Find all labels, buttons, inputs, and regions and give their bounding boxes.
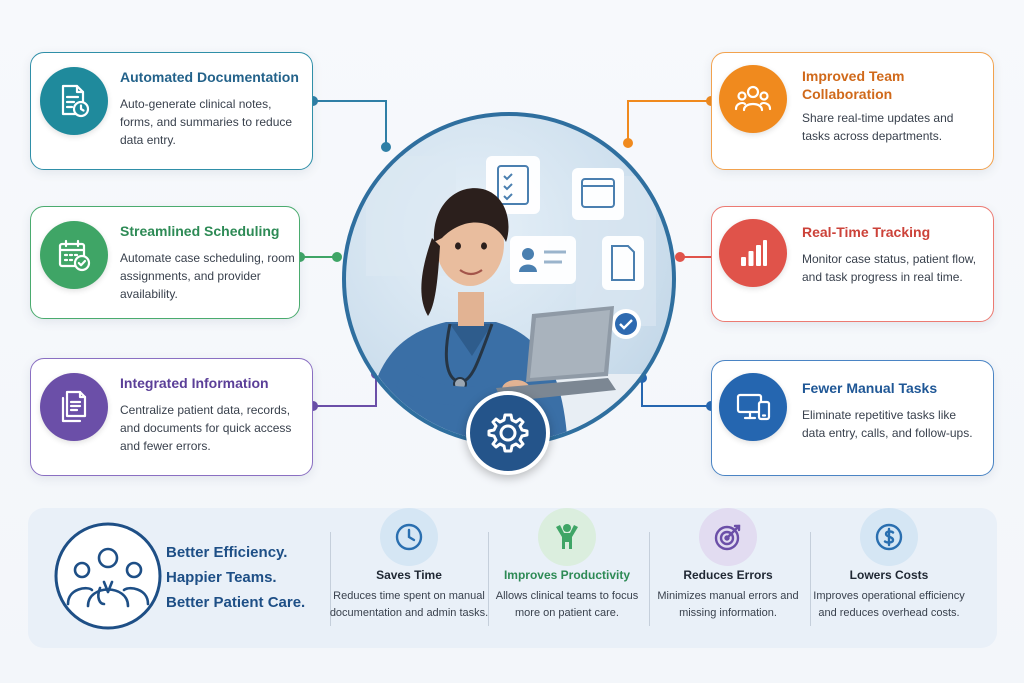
feature-desc: Monitor case status, patient flow, and t… [802, 252, 977, 284]
benefit-title: Improves Productivity [503, 568, 631, 582]
feature-desc: Eliminate repetitive tasks like data ent… [802, 408, 973, 440]
feature-card-integrated-information: Integrated Information Centralize patien… [30, 358, 313, 476]
benefit-desc: Minimizes manual errors and missing info… [657, 590, 799, 619]
benefit-improves-productivity: Improves Productivity Allows clinical te… [487, 508, 647, 648]
care-team-icon [54, 522, 162, 630]
benefit-title: Saves Time [376, 568, 442, 582]
benefit-desc: Improves operational efficiency and redu… [813, 590, 965, 619]
tagline-line: Better Patient Care. [166, 594, 306, 611]
target-icon [699, 508, 757, 566]
divider [488, 532, 489, 626]
feature-title: Integrated Information [120, 375, 269, 391]
automation-gear-icon [466, 391, 550, 475]
team-icon [719, 65, 787, 133]
calendar-check-icon [40, 221, 108, 289]
divider [330, 532, 331, 626]
divider [649, 532, 650, 626]
tagline-line: Happier Teams. [166, 569, 277, 586]
bar-chart-icon [719, 219, 787, 287]
feature-card-real-time-tracking: Real-Time Tracking Monitor case status, … [711, 206, 994, 322]
benefit-desc: Allows clinical teams to focus more on p… [495, 590, 639, 619]
divider [810, 532, 811, 626]
feature-desc: Centralize patient data, records, and do… [120, 403, 292, 453]
feature-title: Improved Team Collaboration [802, 68, 905, 102]
feature-card-team-collaboration: Improved Team Collaboration Share real-t… [711, 52, 994, 170]
devices-icon [719, 373, 787, 441]
feature-card-fewer-manual-tasks: Fewer Manual Tasks Eliminate repetitive … [711, 360, 994, 476]
feature-desc: Share real-time updates and tasks across… [802, 111, 954, 143]
documents-stack-icon [40, 373, 108, 441]
hero-illustration [342, 112, 676, 446]
dollar-icon [860, 508, 918, 566]
person-raised-arms-icon [538, 508, 596, 566]
benefit-title: Reduces Errors [683, 568, 773, 582]
feature-desc: Auto-generate clinical notes, forms, and… [120, 97, 293, 147]
feature-title: Streamlined Scheduling [120, 223, 280, 239]
feature-card-streamlined-scheduling: Streamlined Scheduling Automate case sch… [30, 206, 300, 319]
benefit-lowers-costs: Lowers Costs Improves operational effici… [809, 508, 969, 648]
clock-icon [380, 508, 438, 566]
benefits-banner: Better Efficiency. Happier Teams. Better… [28, 508, 997, 648]
tagline: Better Efficiency. Happier Teams. Better… [166, 540, 305, 615]
document-clock-icon [40, 67, 108, 135]
benefit-saves-time: Saves Time Reduces time spent on manual … [329, 508, 489, 648]
feature-title: Automated Documentation [120, 69, 299, 85]
feature-desc: Automate case scheduling, room assignmen… [120, 251, 295, 301]
feature-card-automated-documentation: Automated Documentation Auto-generate cl… [30, 52, 313, 170]
feature-title: Real-Time Tracking [802, 224, 931, 240]
feature-title: Fewer Manual Tasks [802, 380, 938, 396]
benefit-reduces-errors: Reduces Errors Minimizes manual errors a… [648, 508, 808, 648]
benefit-desc: Reduces time spent on manual documentati… [329, 590, 489, 619]
tagline-line: Better Efficiency. [166, 544, 288, 561]
benefit-title: Lowers Costs [849, 568, 929, 582]
